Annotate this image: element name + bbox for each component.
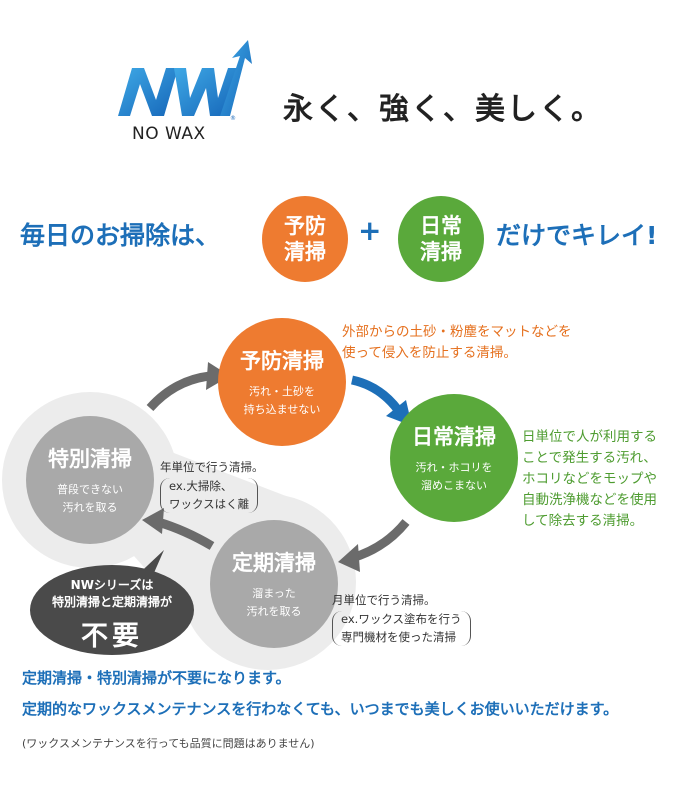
prevention-circle: 予防清掃 汚れ・土砂を 持ち込ませない — [218, 318, 346, 446]
desc-line: ホコリなどをモップや — [522, 470, 657, 487]
footer-line-2: 定期的なワックスメンテナンスを行わなくても、いつまでも美しくお使いいただけます。 — [22, 700, 619, 718]
tagline: 永く、強く、美しく。 — [283, 92, 603, 127]
note-line: 年単位で行う清掃。 — [160, 460, 264, 474]
bubble-line: NWシリーズは — [70, 578, 154, 592]
note-line: 専門機材を使った清掃 — [341, 629, 456, 644]
nw-not-required-bubble: NWシリーズは 特別清掃と定期清掃が 不要 — [30, 565, 194, 655]
registered-mark: ® — [230, 115, 236, 122]
bubble-line: 特別清掃と定期清掃が — [51, 595, 172, 610]
bubble-big-text: 不要 — [81, 620, 143, 652]
periodic-circle: 定期清掃 溜まった 汚れを取る — [210, 520, 338, 648]
daily-circle: 日常清掃 汚れ・ホコリを 溜めこまない — [390, 394, 518, 522]
desc-line: して除去する清掃。 — [522, 512, 644, 529]
prevention-description: 外部からの土砂・粉塵をマットなどを 使って侵入を防止する清掃。 — [342, 322, 572, 364]
daily-sub-2: 溜めこまない — [421, 479, 487, 492]
special-note: 年単位で行う清掃。 ex.大掃除、 ワックスはく離 — [160, 459, 264, 513]
periodic-note: 月単位で行う清掃。 ex.ワックス塗布を行う 専門機材を使った清掃 — [332, 592, 471, 646]
brand-name: NO WAX — [132, 124, 206, 144]
note-line: ex.ワックス塗布を行う — [341, 612, 462, 627]
desc-line: 外部からの土砂・粉塵をマットなどを — [342, 324, 572, 340]
plus-sign: + — [358, 214, 382, 247]
prevention-sub-2: 持ち込ませない — [243, 403, 321, 416]
arrow-periodic-to-special — [142, 508, 215, 550]
periodic-sub-1: 溜まった — [252, 587, 296, 601]
special-title: 特別清掃 — [48, 447, 132, 472]
special-sub-2: 汚れを取る — [62, 501, 118, 514]
arrow-daily-to-periodic — [338, 519, 410, 572]
daily-title: 日常清掃 — [412, 425, 496, 450]
headline-circle-text: 予防 — [284, 213, 326, 238]
note-line: 月単位で行う清掃。 — [332, 593, 436, 607]
desc-line: ことで発生する汚れ、 — [522, 449, 657, 466]
prevention-title: 予防清掃 — [240, 349, 324, 374]
note-line: ワックスはく離 — [169, 496, 250, 511]
daily-description: 日単位で人が利用する ことで発生する汚れ、 ホコリなどをモップや 自動洗浄機など… — [522, 427, 657, 532]
desc-line: 使って侵入を防止する清掃。 — [342, 344, 517, 361]
special-circle: 特別清掃 普段できない 汚れを取る — [26, 416, 154, 544]
headline-circle-text: 清掃 — [420, 240, 462, 264]
footer-note: (ワックスメンテナンスを行っても品質に問題はありません) — [22, 737, 315, 750]
desc-line: 日単位で人が利用する — [522, 429, 657, 445]
headline-right: だけでキレイ! — [496, 221, 658, 250]
headline-prevention-circle: 予防 清掃 — [262, 196, 348, 282]
periodic-sub-2: 汚れを取る — [246, 605, 302, 618]
headline-daily-circle: 日常 清掃 — [398, 196, 484, 282]
headline-left: 毎日のお掃除は、 — [20, 221, 221, 250]
nw-logo: ® — [118, 40, 252, 122]
headline-circle-text: 清掃 — [284, 240, 326, 264]
prevention-sub-1: 汚れ・土砂を — [249, 385, 315, 399]
headline-circle-text: 日常 — [420, 213, 462, 238]
desc-line: 自動洗浄機などを使用 — [522, 491, 657, 508]
footer-line-1: 定期清掃・特別清掃が不要になります。 — [22, 669, 291, 687]
note-line: ex.大掃除、 — [169, 479, 233, 494]
periodic-title: 定期清掃 — [232, 551, 316, 576]
special-sub-1: 普段できない — [57, 483, 123, 497]
daily-sub-1: 汚れ・ホコリを — [415, 461, 493, 475]
